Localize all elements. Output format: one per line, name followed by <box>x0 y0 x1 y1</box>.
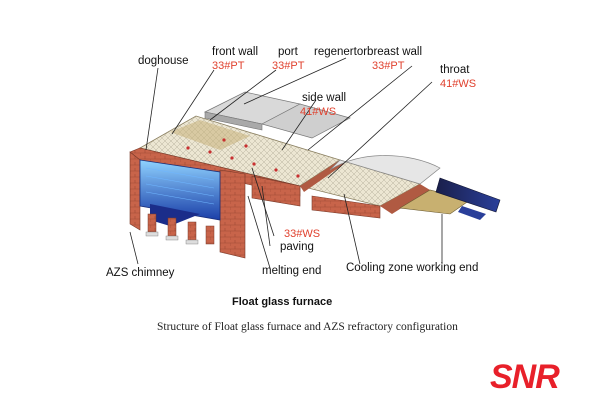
melting-chamber <box>139 159 221 226</box>
marker-dots <box>186 138 300 178</box>
code-paving: 33#WS <box>284 228 321 240</box>
label-azs-chimney: AZS chimney <box>106 267 175 279</box>
label-regenerator-breast-wall: regenertorbreast wall <box>314 46 423 58</box>
code-throat: 41#WS <box>440 78 477 90</box>
leader-lines <box>129 57 443 269</box>
label-cooling-zone: Cooling zone working end <box>346 262 479 274</box>
diagram-title: Float glass furnace <box>232 296 333 308</box>
snr-logo: SNR <box>490 358 560 396</box>
code-front-wall: 33#PT <box>212 60 245 72</box>
tin-bath-outlet <box>399 177 501 220</box>
label-side-wall: side wall <box>302 92 347 104</box>
label-melting-end: melting end <box>262 265 322 277</box>
label-front-wall: front wall <box>212 46 259 58</box>
label-port: port <box>278 46 298 58</box>
label-doghouse: doghouse <box>138 55 189 67</box>
diagram-caption: Structure of Float glass furnace and AZS… <box>157 321 458 333</box>
code-side-wall: 41#WS <box>300 106 337 118</box>
code-breast-wall: 33#PT <box>372 60 405 72</box>
label-paving: paving <box>280 241 314 253</box>
code-port: 33#PT <box>272 60 305 72</box>
regenerator-crown <box>203 91 351 139</box>
label-throat: throat <box>440 64 470 76</box>
azs-chimney-legs <box>145 213 215 245</box>
